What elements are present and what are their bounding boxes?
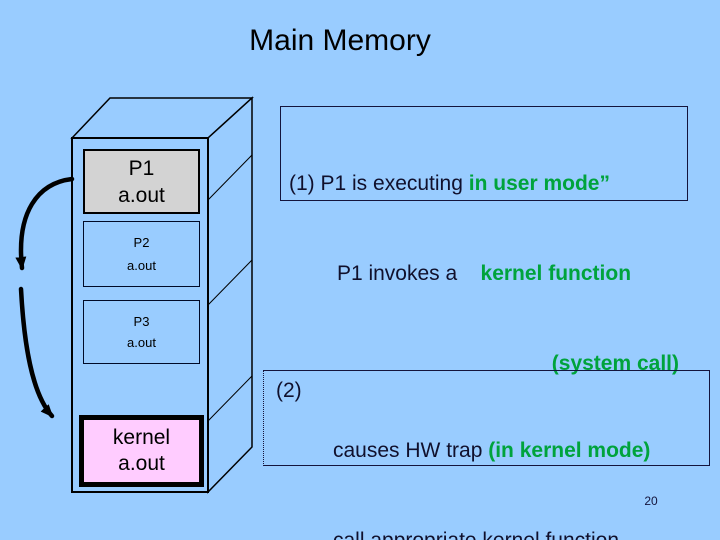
- depth-line-3: [207, 375, 253, 422]
- note1-line1-green: in user mode”: [468, 172, 610, 195]
- note1-line2-dark: P1 invokes a: [336, 262, 481, 285]
- note1-line1-dark: (1) P1 is executing: [289, 172, 469, 195]
- note2-label: (2): [276, 379, 302, 402]
- segment-file: a.out: [118, 183, 165, 207]
- note1-line1: (1) P1 is executing in user mode”: [289, 169, 679, 199]
- segment-name: P1: [128, 156, 155, 180]
- note2-lines: causes HW trap (in kernel mode) call app…: [333, 376, 650, 540]
- segment-file: a.out: [127, 335, 156, 351]
- note1-line3-green: (system call): [551, 352, 679, 375]
- slide-title: Main Memory: [249, 24, 431, 57]
- memory-segment-p2: P2 a.out: [83, 221, 200, 287]
- arrow-p1-down: [15, 176, 75, 271]
- segment-name: P2: [133, 235, 150, 251]
- note-box-1: (1) P1 is executing in user mode” P1 inv…: [280, 106, 688, 375]
- note1-line2-green: kernel function: [480, 262, 632, 285]
- arrow-to-kernel: [18, 286, 55, 419]
- memory-segment-p1: P1 a.out: [83, 149, 200, 214]
- note-box-2: (2) causes HW trap (in kernel mode) call…: [263, 370, 710, 540]
- depth-line-1: [207, 154, 253, 201]
- note2-line1-green: (in kernel mode): [488, 439, 651, 462]
- note2-line1-dark: causes HW trap: [333, 439, 489, 462]
- memory-segment-p3: P3 a.out: [83, 300, 200, 364]
- segment-file: a.out: [118, 452, 165, 475]
- memory-segment-kernel: kernel a.out: [79, 415, 204, 487]
- note1-line3: (system call): [289, 349, 679, 379]
- tower-right-face: [207, 96, 253, 494]
- segment-name: P3: [133, 313, 150, 329]
- segment-name: kernel: [112, 426, 171, 449]
- note1-line2: P1 invokes a kernel function: [289, 259, 679, 289]
- segment-file: a.out: [127, 257, 156, 273]
- note2-line1: causes HW trap (in kernel mode): [333, 436, 650, 466]
- note2-line2: call appropriate kernel function: [333, 526, 650, 540]
- page-number: 20: [644, 494, 658, 508]
- depth-line-2: [207, 259, 253, 306]
